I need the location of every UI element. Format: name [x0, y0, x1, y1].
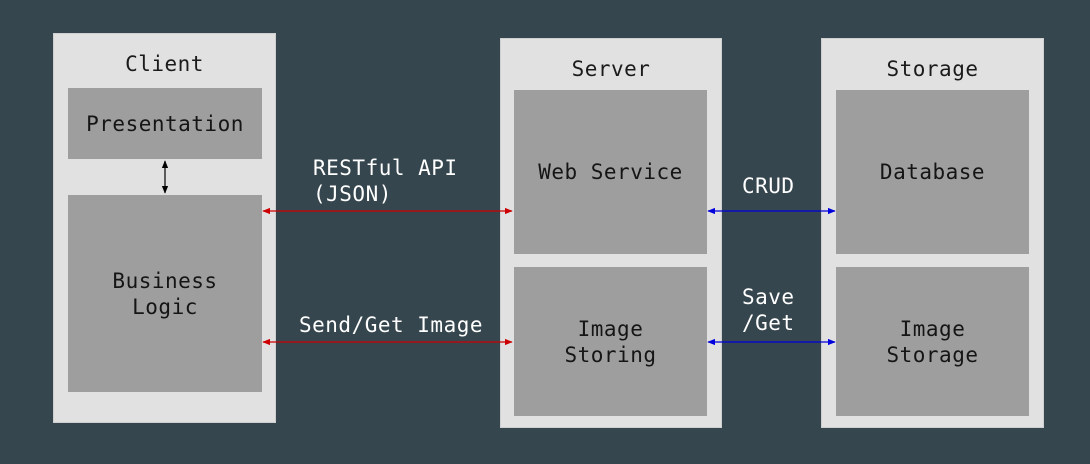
crud-label: CRUD: [742, 174, 795, 198]
client-title: Client: [125, 52, 204, 76]
presentation-box: Presentation: [68, 88, 262, 159]
web-service-box: Web Service: [514, 90, 707, 254]
image-storage-box: Image Storage: [836, 267, 1029, 416]
save-get-label: Save /Get: [742, 285, 795, 335]
database-box: Database: [836, 90, 1029, 254]
restful-api-label: RESTful API (JSON): [313, 156, 458, 206]
send-get-image-label: Send/Get Image: [299, 313, 484, 337]
server-title: Server: [571, 57, 651, 81]
image-storing-box: Image Storing: [514, 267, 707, 416]
business-logic-box: Business Logic: [68, 195, 262, 392]
storage-title: Storage: [886, 57, 979, 81]
